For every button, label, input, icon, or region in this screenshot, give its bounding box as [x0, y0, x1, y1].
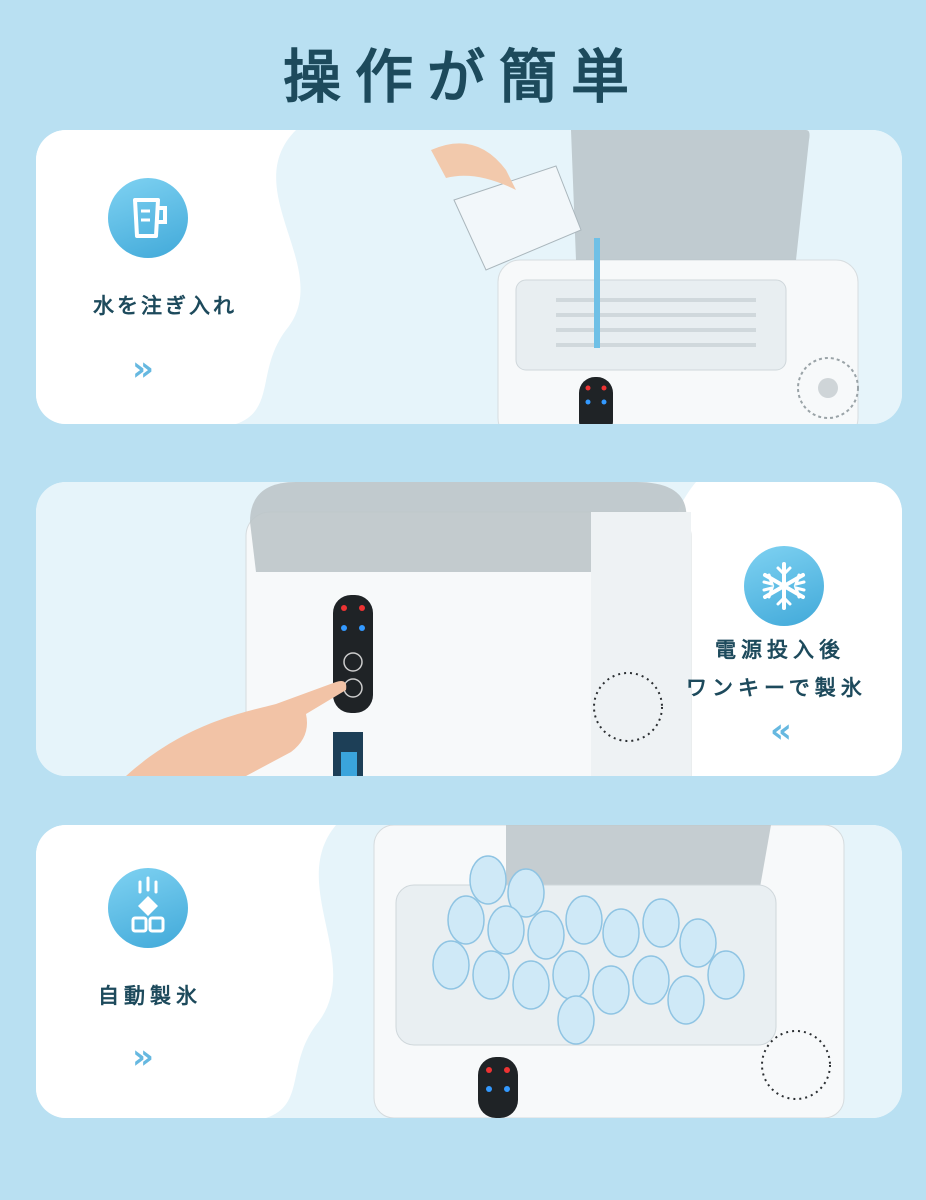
snowflake-icon: [744, 546, 824, 626]
chevron-right-icon: »: [132, 1037, 154, 1077]
step-label-pour-water: 水を注ぎ入れ: [93, 294, 237, 318]
step-label-one-key: ワンキーで製氷: [686, 676, 867, 700]
step-card-pour-water: 水を注ぎ入れ »: [36, 130, 902, 424]
page-title: 操作が簡単: [282, 43, 643, 111]
chevron-right-icon: »: [132, 349, 154, 389]
step-card-one-key: 電源投入後 ワンキーで製氷 «: [36, 482, 902, 776]
chevron-left-icon: «: [770, 711, 792, 751]
step-label-power-on: 電源投入後: [715, 638, 845, 662]
step1-product-photo: [36, 130, 902, 424]
step-label-auto-ice: 自動製氷: [98, 984, 202, 1008]
ice-cubes-icon: [108, 868, 188, 948]
step2-product-photo: [36, 482, 902, 776]
step-card-auto-ice: 自動製氷 »: [36, 825, 902, 1118]
water-pitcher-icon: [108, 178, 188, 258]
